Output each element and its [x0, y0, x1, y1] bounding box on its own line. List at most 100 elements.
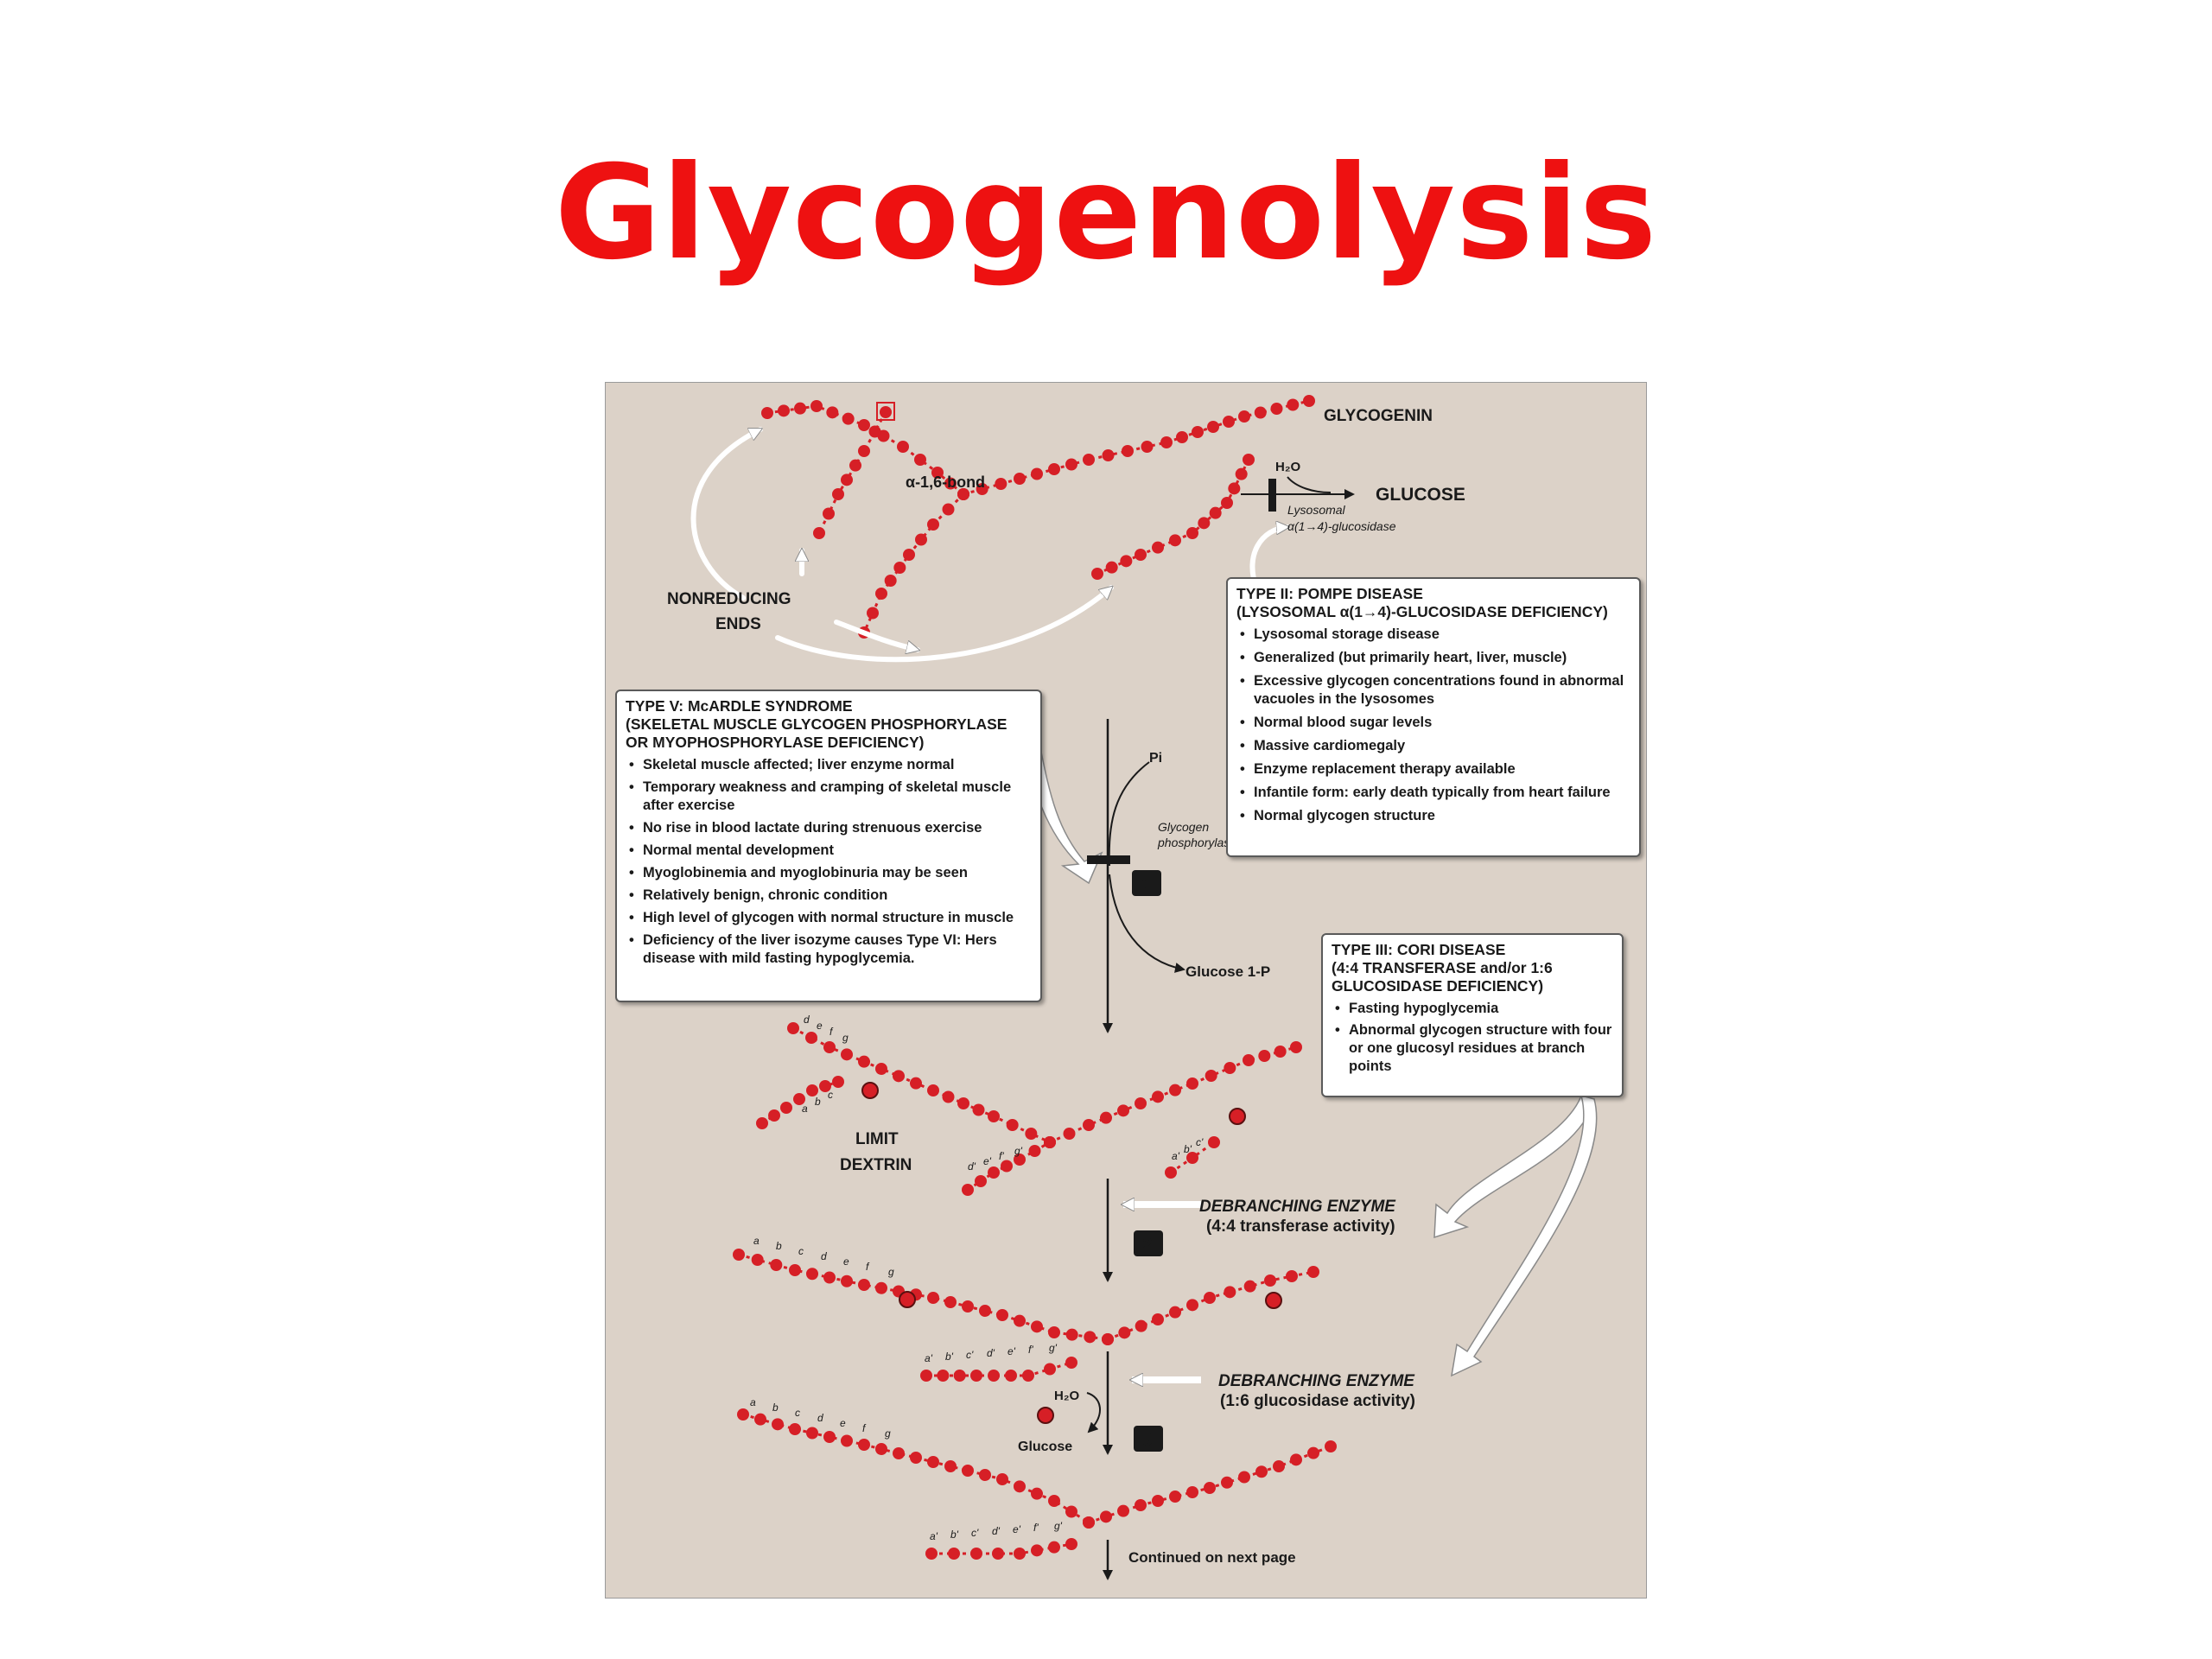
mcardle-title-1: TYPE V: McARDLE SYNDROME [626, 697, 853, 715]
glucose-residue [1117, 1104, 1129, 1117]
glucose-residue [858, 1055, 870, 1068]
glucose-residue [979, 1469, 991, 1481]
glucose-residue [988, 1166, 1000, 1179]
glucose-residue [1243, 454, 1255, 466]
glucose-residue [1044, 1363, 1056, 1376]
glucose-residue [1204, 1482, 1216, 1494]
branch-residue-3 [899, 1291, 916, 1308]
glucose-residue [819, 1080, 831, 1092]
glucose-residue [915, 533, 927, 546]
glucose-residue [1025, 1128, 1038, 1140]
glucose-residue [897, 441, 909, 453]
glucose-residue [937, 1370, 950, 1382]
step3-bottom-letter: e' [1013, 1523, 1021, 1535]
step3-top-letter: d [817, 1412, 823, 1424]
top-branch-c-link [862, 493, 965, 633]
limit-bottom-letter: e' [983, 1155, 992, 1167]
glucose-residue [1014, 1314, 1026, 1327]
glucose-residue [1169, 534, 1181, 547]
glycogen-phosphorylase-label-1: Glycogen [1158, 820, 1209, 834]
glucose-residue [1005, 1370, 1017, 1382]
glucose-residue [1091, 568, 1103, 580]
glucose-residue [1001, 1160, 1013, 1173]
glucose-residue [976, 483, 988, 495]
glucose-residue [944, 1460, 957, 1472]
step2-bottom-letter: a' [925, 1352, 933, 1364]
glucose-residue [1044, 1136, 1056, 1148]
glucose-residue [957, 1097, 969, 1109]
mcardle-item: Skeletal muscle affected; liver enzyme n… [626, 756, 1032, 774]
free-glucose-dot [1037, 1407, 1054, 1424]
glucose-residue [1065, 1328, 1078, 1341]
glucose-residue [858, 1279, 870, 1291]
glucose-residue [1224, 1062, 1236, 1074]
glucose-residue [1290, 1041, 1302, 1053]
glucose-residue [1198, 517, 1211, 530]
glucose-residue [778, 404, 790, 417]
step3-bottom-letter: c' [971, 1527, 979, 1539]
step3-bottom-letter: f' [1033, 1522, 1039, 1534]
glucose-residue [931, 467, 944, 479]
cori-item: Fasting hypoglycemia [1332, 1000, 1613, 1018]
step3-badge [1134, 1426, 1163, 1452]
mcardle-item: No rise in blood lactate during strenuou… [626, 819, 1032, 837]
glucose-residue [925, 1548, 938, 1560]
glucose-residue [789, 1264, 801, 1276]
glucose-residue [962, 1300, 974, 1313]
limit-dextrin-right-link [1049, 1046, 1297, 1144]
step2-top-letter: b [776, 1240, 782, 1252]
glucose-residue [996, 1473, 1008, 1485]
step2-bottom-letter: c' [966, 1349, 974, 1361]
glucose-residue [1083, 1119, 1095, 1131]
glucose-residue [754, 1413, 766, 1426]
glucose-residue [1273, 1460, 1285, 1472]
glucose-residue [1100, 1510, 1112, 1523]
mcardle-item: Myoglobinemia and myoglobinuria may be s… [626, 864, 1032, 882]
glucose-residue [903, 549, 915, 561]
glucose-residue [1152, 1090, 1164, 1103]
glucose-residue [1286, 1270, 1298, 1282]
step3-top-letter: b [772, 1402, 779, 1414]
glucose-residue [1105, 561, 1118, 574]
limit-bottom-letter: g' [1014, 1145, 1023, 1157]
glucose-residue [880, 406, 892, 418]
cori-disease-box: TYPE III: CORI DISEASE (4:4 TRANSFERASE … [1321, 933, 1624, 1097]
glucose-residue [1270, 403, 1283, 415]
nonreducing-arrows [690, 427, 1288, 663]
glucose-residue [944, 1296, 957, 1308]
step3-number: 3 [1142, 1430, 1153, 1450]
limit-dextrin-left-link [792, 1027, 1051, 1144]
glucose-residue [1048, 1495, 1060, 1507]
glucose-residue [858, 1439, 870, 1451]
white-arrow-4 [775, 585, 1111, 663]
cori-title-1: TYPE III: CORI DISEASE [1332, 941, 1506, 958]
alpha-16-bond-label: α-1,6-bond [906, 474, 985, 491]
glucose-residue [1014, 473, 1026, 485]
glucose-residue [992, 1548, 1004, 1560]
glucose-residue [1169, 1084, 1181, 1096]
glucose-residue [794, 402, 806, 415]
glucose-residue [842, 412, 855, 425]
glucose-residue [1325, 1440, 1337, 1452]
mcardle-list: Skeletal muscle affected; liver enzyme n… [626, 756, 1032, 968]
white-arrow-1 [690, 427, 761, 601]
glucose-residue [806, 1084, 818, 1096]
step2-bottom-letter: g' [1049, 1342, 1058, 1354]
glucose-residue [962, 1465, 974, 1477]
limit-right-letter: c' [1196, 1136, 1204, 1148]
alpha-16-bond-marker [876, 402, 895, 421]
glucose-residue [942, 1090, 955, 1103]
glucose-residue [1176, 431, 1188, 443]
glucose-residue [1228, 482, 1241, 495]
glucose-top-label: GLUCOSE [1376, 485, 1465, 505]
glucose-residue [805, 1032, 817, 1044]
pompe-title-2: (LYSOSOMAL α(1→4)-GLUCOSIDASE DEFICIENCY… [1236, 603, 1608, 620]
mcardle-item: High level of glycogen with normal struc… [626, 909, 1032, 927]
glucose-residue [806, 1427, 818, 1440]
top-branch-a-link [766, 404, 964, 496]
glucose-residue [787, 1022, 799, 1034]
glucose-residue [914, 454, 926, 466]
transferase-activity-label: (4:4 transferase activity) [1206, 1217, 1395, 1236]
step2-top-letter: f [866, 1261, 870, 1273]
glycogenin-label: GLYCOGENIN [1324, 407, 1433, 425]
